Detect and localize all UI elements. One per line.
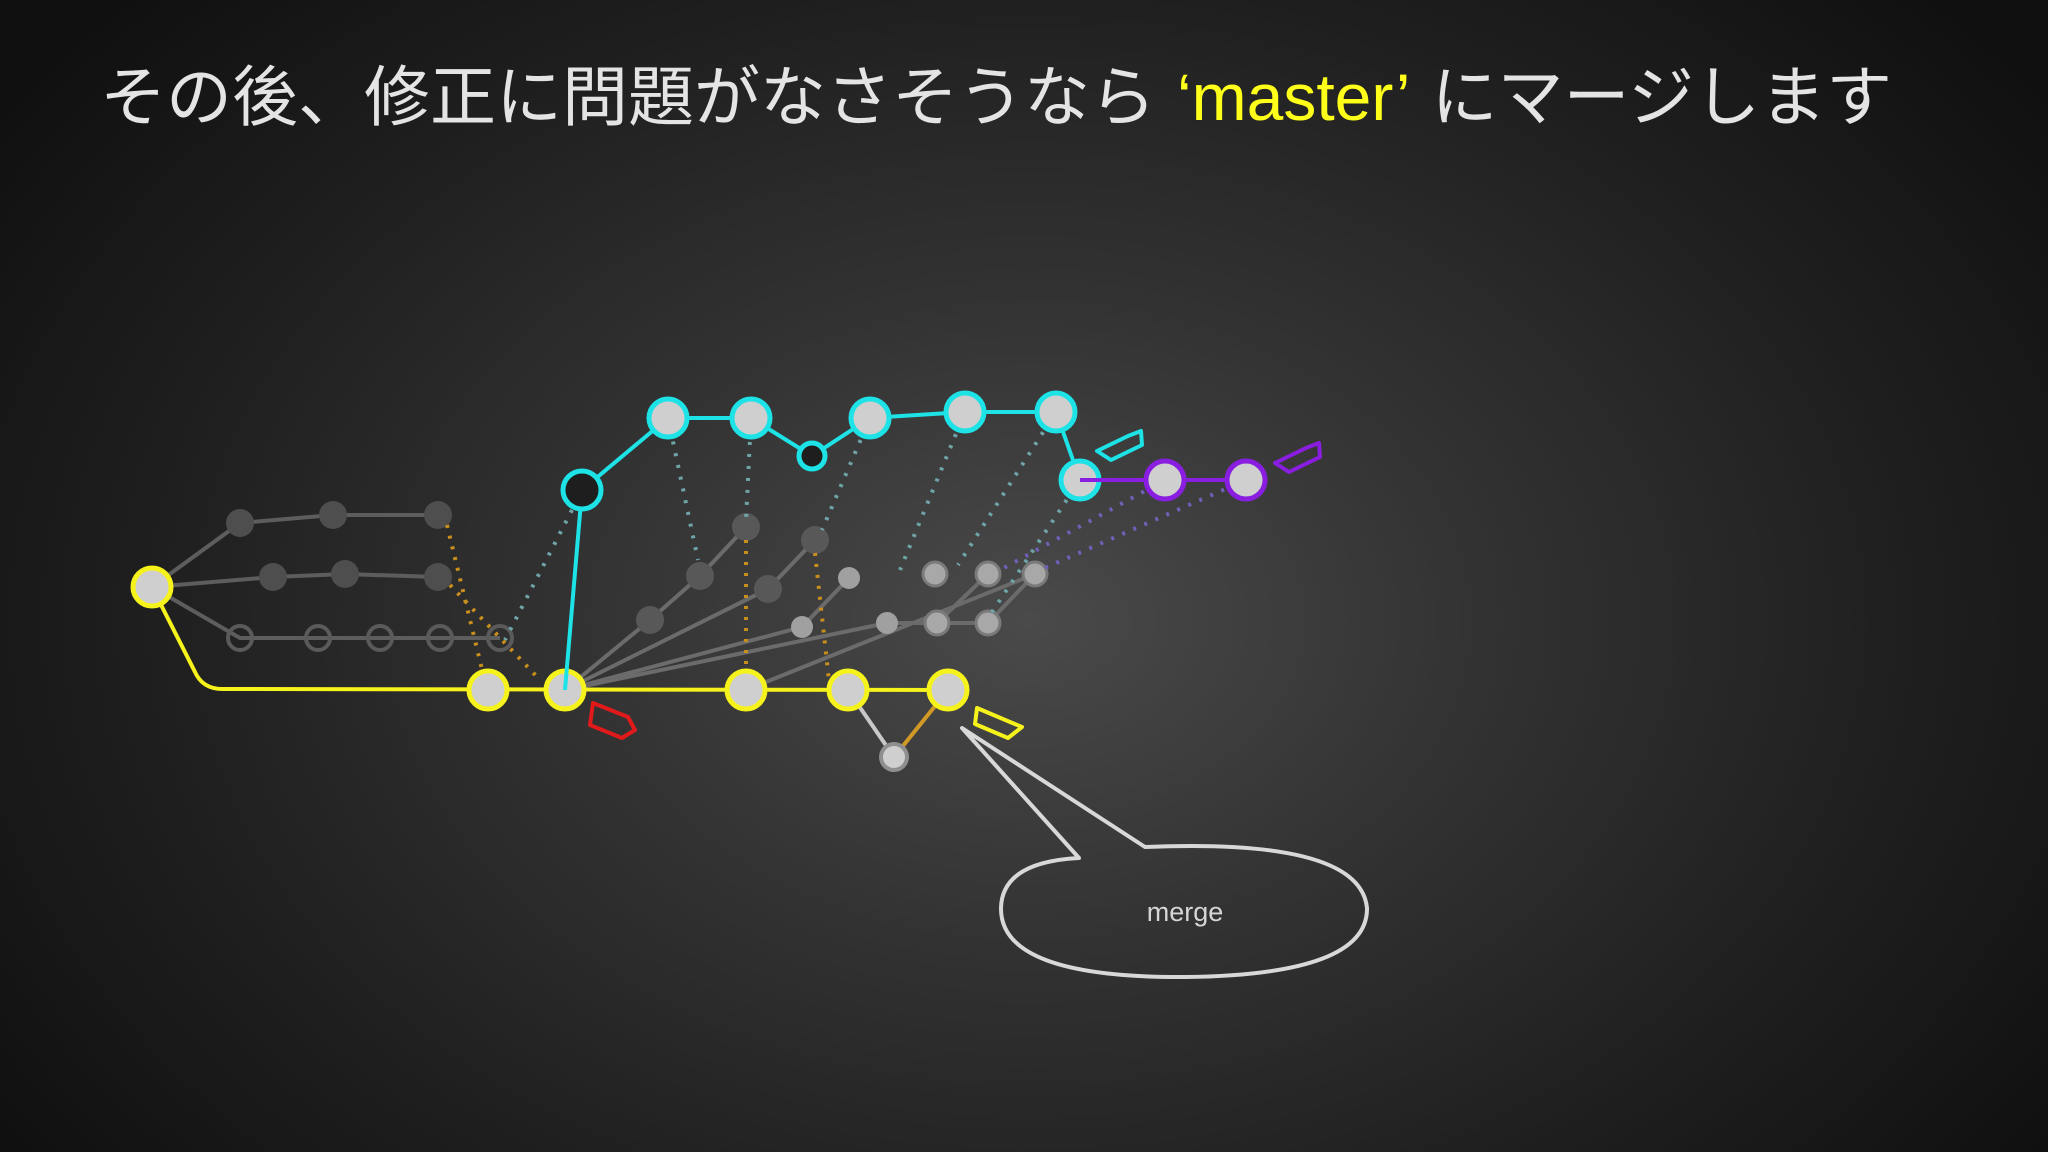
sub-feature-branch-tag-icon [1273, 441, 1322, 474]
master-node [466, 668, 510, 712]
faded-node [921, 560, 949, 588]
title-before: その後、修正に問題がなさそうなら [100, 59, 1177, 136]
master-branch-tag-icon [973, 706, 1024, 740]
faded-node-hollow [226, 624, 254, 652]
master-node [724, 668, 768, 712]
faded-branch-top [150, 513, 438, 589]
faded-node-hollow [304, 624, 332, 652]
feature-node-hollow [560, 468, 604, 512]
faded-node [226, 509, 254, 537]
faded-node-hollow [486, 624, 514, 652]
faded-old-nodes [226, 501, 514, 652]
master-nodes [130, 565, 970, 772]
faded-node [801, 526, 829, 554]
red-branch-tag-icon [588, 701, 637, 740]
faded-node-hollow [366, 624, 394, 652]
feature-node [646, 396, 690, 440]
faded-node [424, 501, 452, 529]
feature-nodes [560, 390, 1102, 512]
faded-projected-branches [563, 525, 1037, 692]
faded-node [732, 513, 760, 541]
feature-node-hollow [796, 440, 828, 472]
title-after: にマージします [1410, 59, 1893, 136]
title-highlight-master: ‘master’ [1176, 60, 1411, 134]
faded-node-hollow [426, 624, 454, 652]
feature-node [848, 396, 892, 440]
faded-node [791, 616, 813, 638]
faded-node [319, 501, 347, 529]
feature-branch-tag-icon [1095, 429, 1144, 462]
faded-node [876, 612, 898, 634]
feature-node [943, 390, 987, 434]
faded-node [923, 609, 951, 637]
sub-feature-nodes [1143, 458, 1268, 502]
dotted-links-teal [503, 410, 1082, 641]
faded-node [424, 563, 452, 591]
merge-callout-label: merge [1147, 897, 1224, 927]
master-root-node [130, 565, 174, 609]
faded-node [686, 562, 714, 590]
feature-node [729, 396, 773, 440]
slide-title: その後、修正に問題がなさそうなら ‘master’ にマージします [100, 58, 1892, 137]
fix-commit-node [879, 742, 909, 772]
feature-node [1034, 390, 1078, 434]
faded-node [636, 606, 664, 634]
sub-feature-node [1143, 458, 1187, 502]
merge-callout-bubble [960, 726, 1370, 980]
faded-projected-nodes [636, 513, 1049, 638]
master-merge-node [926, 668, 970, 712]
master-node [826, 668, 870, 712]
dotted-links-purple [999, 478, 1247, 572]
faded-node [974, 609, 1002, 637]
faded-node [331, 560, 359, 588]
sub-feature-node [1224, 458, 1268, 502]
faded-node [838, 567, 860, 589]
faded-node [974, 560, 1002, 588]
faded-node [754, 575, 782, 603]
dotted-links-orange [445, 524, 832, 691]
master-branch-line [150, 586, 951, 692]
faded-node [259, 563, 287, 591]
faded-branch-middle [151, 571, 439, 589]
faded-node [1021, 560, 1049, 588]
